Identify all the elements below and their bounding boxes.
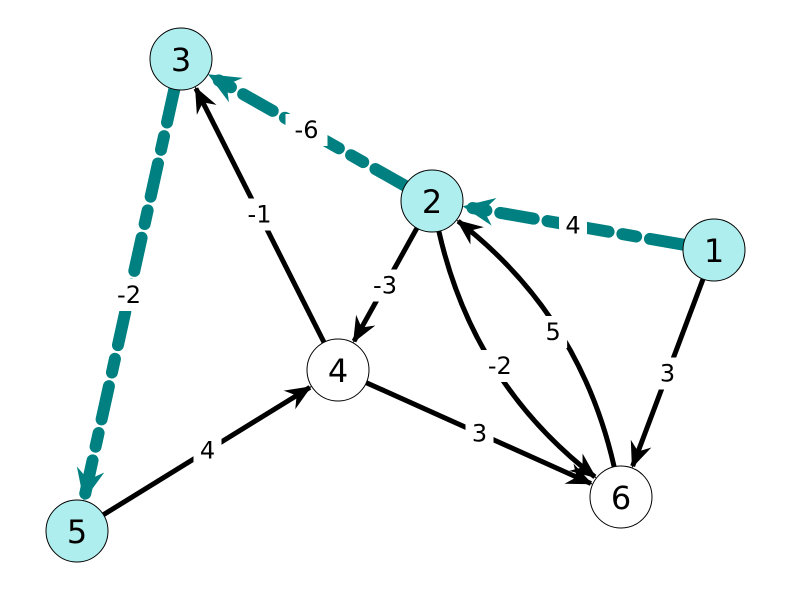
node-6-label: 6 [611, 479, 631, 517]
edge-label-2-to-6: -2 [488, 352, 512, 380]
edge-label-bg-5-to-4 [193, 434, 222, 467]
edge-label-bg-4-to-6 [465, 417, 494, 450]
edge-label-2-to-3: -6 [295, 116, 319, 144]
arrowhead-2-to-3 [207, 74, 243, 103]
arrowhead-1-to-2 [462, 197, 497, 226]
edge-label-1-to-6: 3 [660, 360, 675, 388]
edge-label-2-to-4: -3 [373, 272, 397, 300]
node-2-label: 2 [422, 183, 442, 221]
nodes-layer: 1 2 3 4 5 6 [45, 27, 746, 563]
edge-label-1-to-2: 4 [565, 212, 580, 240]
edge-label-bg-1-to-6 [653, 357, 682, 390]
edge-label-6-to-2: 5 [545, 318, 560, 346]
arrowhead-3-to-5 [76, 466, 105, 501]
arrowhead-4-to-3 [194, 86, 217, 115]
edge-label-bg-2-to-3 [285, 114, 328, 146]
node-3-label: 3 [171, 41, 191, 79]
node-4: 4 [306, 338, 370, 402]
edge-label-5-to-4: 4 [200, 437, 215, 465]
node-1-circle [682, 218, 746, 282]
edge-label-3-to-5: -2 [117, 281, 141, 309]
node-4-circle [306, 338, 370, 402]
arrowhead-1-to-6 [630, 439, 652, 468]
edge-label-bg-2-to-4 [364, 269, 406, 302]
node-5-circle [45, 499, 109, 563]
edge-label-4-to-3: -1 [248, 201, 272, 229]
node-3: 3 [149, 27, 213, 91]
node-2: 2 [400, 169, 464, 233]
edge-label-bg-2-to-6 [478, 350, 521, 383]
node-6-circle [589, 465, 653, 529]
node-5-label: 5 [67, 513, 87, 551]
edge-label-bg-1-to-2 [559, 209, 587, 242]
node-4-label: 4 [328, 352, 348, 390]
arrowhead-4-to-6 [564, 463, 593, 485]
node-5: 5 [45, 499, 109, 563]
edge-labels-layer: 4 -6 -2 3 -3 -2 5 -1 3 4 [108, 114, 682, 467]
arrowhead-5-to-4 [283, 386, 312, 410]
node-1-label: 1 [704, 232, 724, 270]
edge-label-bg-4-to-3 [238, 198, 281, 231]
edge-label-4-to-6: 3 [472, 420, 487, 448]
node-3-circle [149, 27, 213, 91]
node-1: 1 [682, 218, 746, 282]
node-6: 6 [589, 465, 653, 529]
edge-label-bg-3-to-5 [108, 279, 150, 311]
arrowhead-2-to-4 [353, 314, 376, 343]
edge-label-bg-6-to-2 [539, 315, 568, 348]
arrowhead-6-to-2 [456, 219, 484, 245]
node-2-circle [400, 169, 464, 233]
